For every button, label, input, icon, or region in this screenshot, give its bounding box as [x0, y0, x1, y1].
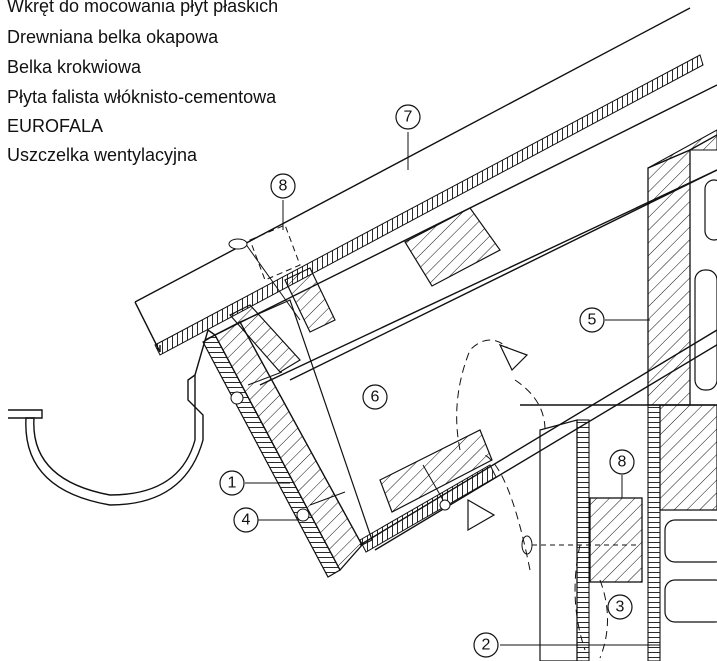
svg-text:8: 8 — [279, 178, 288, 195]
svg-text:1: 1 — [228, 475, 237, 492]
gutter — [8, 328, 216, 506]
ventilation-gasket-upper — [249, 224, 301, 281]
svg-text:5: 5 — [588, 312, 597, 329]
svg-text:8: 8 — [618, 454, 627, 471]
eaves-board — [202, 299, 373, 578]
callout-7: 7 — [395, 104, 421, 130]
svg-text:2: 2 — [482, 637, 491, 654]
legend-item-5: EUROFALA — [7, 116, 103, 136]
callout-5: 5 — [579, 307, 605, 333]
wall — [520, 129, 717, 661]
legend-item-1: Wkręt do mocowania płyt płaskich — [7, 0, 278, 16]
leader-lines — [245, 132, 660, 646]
screws — [228, 238, 451, 522]
callout-1: 1 — [219, 470, 245, 496]
cladding — [521, 419, 643, 661]
callout-6: 6 — [362, 384, 388, 410]
callout-8: 8 — [609, 449, 635, 475]
soffit — [359, 429, 497, 553]
legend-item-2: Drewniana belka okapowa — [7, 27, 219, 47]
callout-4: 4 — [233, 507, 259, 533]
svg-text:7: 7 — [404, 109, 413, 126]
airflow-arrows — [456, 339, 608, 659]
arrow-right-icon — [467, 498, 496, 532]
callout-3: 3 — [607, 594, 633, 620]
legend-item-3: Belka krokwiowa — [7, 57, 142, 77]
arrow-up-icon — [498, 343, 529, 372]
battens — [229, 207, 501, 373]
screw-icon — [230, 371, 283, 405]
screw-icon — [422, 464, 451, 511]
svg-text:3: 3 — [616, 599, 625, 616]
legend-item-4: Płyta falista włóknisto-cementowa — [7, 87, 277, 107]
legend: Wkręt do mocowania płyt płaskich Drewnia… — [7, 0, 278, 165]
callout-8: 8 — [270, 173, 296, 199]
svg-text:4: 4 — [242, 512, 251, 529]
screw-icon — [228, 238, 301, 321]
screw-icon — [296, 491, 346, 522]
callouts: 7 8 5 6 1 4 8 3 — [219, 104, 635, 658]
roof-sheeting — [134, 7, 704, 356]
svg-text:6: 6 — [371, 389, 380, 406]
legend-item-6: Uszczelka wentylacyjna — [7, 145, 198, 165]
callout-2: 2 — [473, 632, 499, 658]
